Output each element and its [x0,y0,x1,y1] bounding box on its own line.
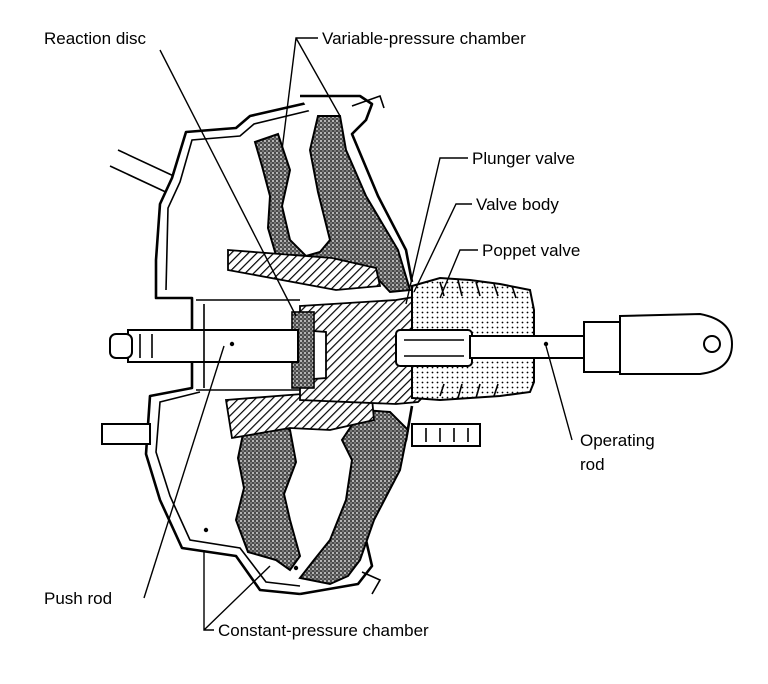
label-push-rod: Push rod [44,589,112,608]
clevis-eye [619,312,734,375]
front-stud [101,423,151,445]
plunger-valve [395,329,473,367]
label-valve-body: Valve body [476,195,559,214]
label-reaction-disc: Reaction disc [44,29,147,48]
diaphragm-lower [234,414,302,572]
label-operating-rod-line1: Operating [580,431,655,450]
operating-rod [469,335,585,359]
label-constant-pressure-chamber: Constant-pressure chamber [218,621,429,640]
push-rod-tip [109,333,133,359]
leader-lines [143,37,573,631]
push-rod [127,329,299,363]
front-shell-inner [155,107,321,587]
rear-stud [411,423,481,447]
label-operating-rod-line2: rod [580,455,605,474]
label-variable-pressure-chamber: Variable-pressure chamber [322,29,526,48]
power-piston-upper [227,249,382,291]
label-plunger-valve: Plunger valve [472,149,575,168]
label-poppet-valve: Poppet valve [482,241,580,260]
